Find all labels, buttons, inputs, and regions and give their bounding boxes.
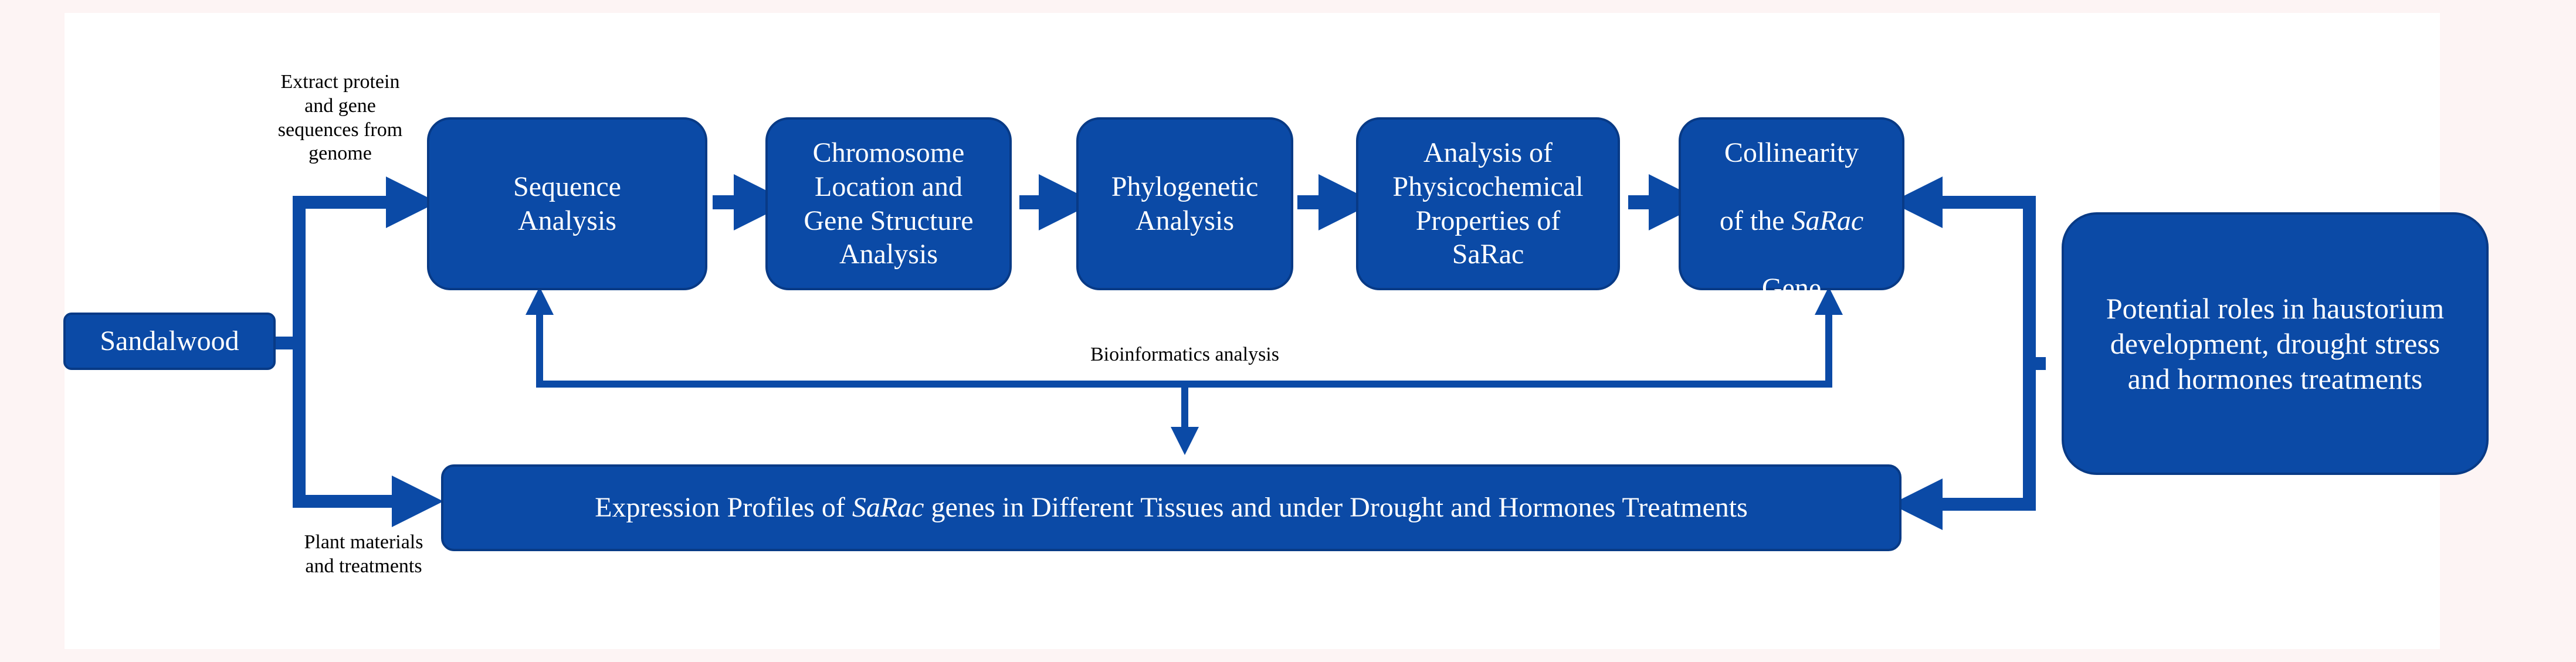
potential-roles-box: Potential roles in haustorium developmen… (2062, 212, 2489, 475)
expression-profiles-label: Expression Profiles of SaRac genes in Di… (595, 492, 1748, 524)
collinearity-box: Collinearity of the SaRac Gene (1679, 117, 1904, 304)
phylogenetic-box: Phylogenetic Analysis (1076, 117, 1293, 290)
potential-roles-label: Potential roles in haustorium developmen… (2106, 292, 2445, 395)
sequence-analysis-box: Sequence Analysis (427, 117, 707, 290)
phylogenetic-label: Phylogenetic Analysis (1111, 171, 1259, 236)
physicochemical-label: Analysis of Physicochemical Properties o… (1392, 137, 1584, 270)
extract-sequences-note: Extract protein and gene sequences from … (277, 71, 403, 165)
chromosome-label: Chromosome Location and Gene Structure A… (804, 137, 974, 270)
collinearity-label: Collinearity of the SaRac Gene (1719, 137, 1864, 304)
sequence-analysis-label: Sequence Analysis (513, 171, 621, 236)
plant-materials-note: Plant materials and treatments (304, 531, 423, 577)
physicochemical-box: Analysis of Physicochemical Properties o… (1356, 117, 1620, 290)
expression-profiles-box: Expression Profiles of SaRac genes in Di… (441, 464, 1902, 551)
bioinformatics-analysis-note: Bioinformatics analysis (1090, 344, 1279, 365)
sandalwood-box: Sandalwood (63, 313, 276, 370)
sandalwood-label: Sandalwood (100, 325, 239, 357)
chromosome-box: Chromosome Location and Gene Structure A… (765, 117, 1012, 290)
